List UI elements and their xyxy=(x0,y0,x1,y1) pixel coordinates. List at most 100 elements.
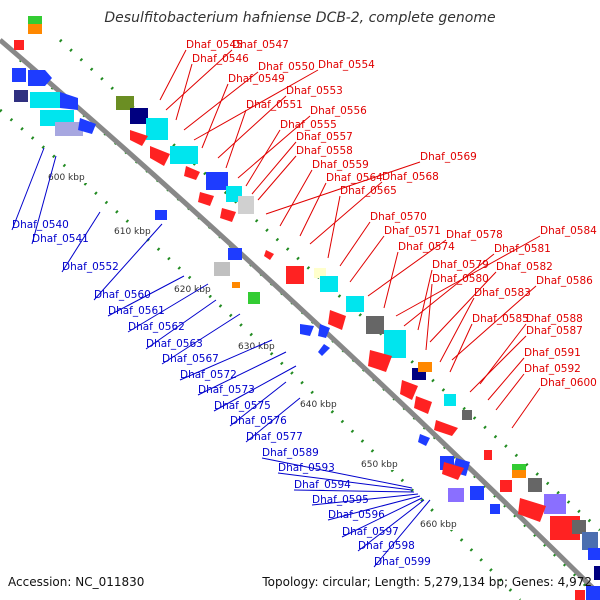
reverse-gene-label[interactable]: Dhaf_0593 xyxy=(278,462,335,474)
forward-gene-label[interactable]: Dhaf_0579 xyxy=(432,259,489,271)
reverse-leader-line xyxy=(11,147,45,231)
reverse-leader-line xyxy=(145,299,217,350)
scale-label: 610 kbp xyxy=(114,227,151,237)
forward-gene-label[interactable]: Dhaf_0587 xyxy=(526,325,583,337)
reverse-gene-label[interactable]: Dhaf_0575 xyxy=(214,400,271,412)
forward-leader-line xyxy=(511,387,541,429)
forward-gene-label[interactable]: Dhaf_0585 xyxy=(472,313,529,325)
forward-leader-line xyxy=(487,357,525,401)
reverse-gene-label[interactable]: Dhaf_0540 xyxy=(12,219,69,231)
forward-gene-label[interactable]: Dhaf_0564 xyxy=(326,172,383,184)
forward-gene-label[interactable]: Dhaf_0591 xyxy=(524,347,581,359)
forward-gene-label[interactable]: Dhaf_0588 xyxy=(526,313,583,325)
reverse-gene-label[interactable]: Dhaf_0572 xyxy=(180,369,237,381)
reverse-leader-line xyxy=(277,472,413,491)
reverse-gene-label[interactable]: Dhaf_0560 xyxy=(94,289,151,301)
forward-gene-label[interactable]: Dhaf_0574 xyxy=(398,241,455,253)
forward-gene-label[interactable]: Dhaf_0568 xyxy=(382,171,439,183)
forward-gene-label[interactable]: Dhaf_0557 xyxy=(296,131,353,143)
forward-gene-label[interactable]: Dhaf_0554 xyxy=(318,59,375,71)
forward-gene-label[interactable]: Dhaf_0600 xyxy=(540,377,597,389)
forward-leader-line xyxy=(237,115,311,179)
forward-leader-line xyxy=(451,285,537,361)
forward-leader-line xyxy=(403,253,495,327)
reverse-gene-label[interactable]: Dhaf_0589 xyxy=(262,447,319,459)
forward-gene-label[interactable]: Dhaf_0547 xyxy=(232,39,289,51)
forward-gene-label[interactable]: Dhaf_0555 xyxy=(280,119,337,131)
forward-gene-label[interactable]: Dhaf_0565 xyxy=(340,185,397,197)
scale-label-bg xyxy=(112,225,158,237)
map-title: Desulfitobacterium hafniense DCB-2, comp… xyxy=(104,10,495,26)
reverse-gene-label[interactable]: Dhaf_0594 xyxy=(294,479,351,491)
reverse-gene-label[interactable]: Dhaf_0597 xyxy=(342,526,399,538)
forward-gene-label[interactable]: Dhaf_0549 xyxy=(228,73,285,85)
scale-label: 640 kbp xyxy=(300,400,337,410)
forward-leader-line xyxy=(439,297,475,363)
reverse-leader-line xyxy=(261,457,413,489)
reverse-gene-label[interactable]: Dhaf_0567 xyxy=(162,353,219,365)
reverse-leader-line xyxy=(179,339,273,381)
forward-gene-label[interactable]: Dhaf_0592 xyxy=(524,363,581,375)
reverse-leader-line xyxy=(197,351,287,396)
forward-gene-label[interactable]: Dhaf_0581 xyxy=(494,243,551,255)
reverse-gene-label[interactable]: Dhaf_0562 xyxy=(128,321,185,333)
scale-label-bg xyxy=(359,458,405,470)
reverse-gene-label[interactable]: Dhaf_0561 xyxy=(108,305,165,317)
forward-leader-line xyxy=(429,271,497,343)
forward-leader-line xyxy=(299,182,327,237)
forward-gene-label[interactable]: Dhaf_0545 xyxy=(186,39,243,51)
forward-leader-line xyxy=(257,155,297,201)
reverse-leader-line xyxy=(373,499,431,568)
forward-gene-label[interactable]: Dhaf_0553 xyxy=(286,85,343,97)
forward-gene-label[interactable]: Dhaf_0551 xyxy=(246,99,303,111)
reverse-gene-label[interactable]: Dhaf_0599 xyxy=(374,556,431,568)
reverse-gene-label[interactable]: Dhaf_0563 xyxy=(146,338,203,350)
genome-summary-text: Topology: circular; Length: 5,279,134 bp… xyxy=(261,575,592,589)
reverse-gene-label[interactable]: Dhaf_0541 xyxy=(32,233,89,245)
forward-leader-line xyxy=(367,239,447,297)
reverse-leader-line xyxy=(229,381,287,427)
forward-gene-label[interactable]: Dhaf_0580 xyxy=(432,273,489,285)
forward-leader-line xyxy=(495,373,525,411)
reverse-leader-line xyxy=(357,499,425,552)
forward-leader-line xyxy=(449,323,473,373)
scale-label-bg xyxy=(298,398,344,410)
scale-label: 620 kbp xyxy=(174,285,211,295)
reverse-leader-line xyxy=(245,397,301,443)
reverse-leader-line xyxy=(107,275,185,317)
forward-leader-line xyxy=(383,251,399,309)
forward-gene-label[interactable]: Dhaf_0583 xyxy=(474,287,531,299)
forward-gene-label[interactable]: Dhaf_0559 xyxy=(312,159,369,171)
reverse-leader-line xyxy=(341,497,423,538)
forward-gene-label[interactable]: Dhaf_0584 xyxy=(540,225,597,237)
reverse-gene-label[interactable]: Dhaf_0573 xyxy=(198,384,255,396)
forward-leader-line xyxy=(349,235,385,283)
forward-gene-label[interactable]: Dhaf_0586 xyxy=(536,275,593,287)
forward-leader-line xyxy=(395,235,541,317)
reverse-gene-label[interactable]: Dhaf_0576 xyxy=(230,415,287,427)
forward-gene-label[interactable]: Dhaf_0582 xyxy=(496,261,553,273)
accession-text: Accession: NC_011830 xyxy=(8,575,144,589)
reverse-gene-label[interactable]: Dhaf_0577 xyxy=(246,431,303,443)
forward-gene-label[interactable]: Dhaf_0546 xyxy=(192,53,249,65)
reverse-gene-label[interactable]: Dhaf_0596 xyxy=(328,509,385,521)
forward-gene-label[interactable]: Dhaf_0578 xyxy=(446,229,503,241)
forward-leader-line xyxy=(201,83,229,149)
reverse-leader-line xyxy=(293,489,415,493)
forward-gene-label[interactable]: Dhaf_0558 xyxy=(296,145,353,157)
forward-gene-label[interactable]: Dhaf_0556 xyxy=(310,105,367,117)
forward-gene-label[interactable]: Dhaf_0550 xyxy=(258,61,315,73)
forward-leader-line xyxy=(159,49,187,101)
forward-gene-label[interactable]: Dhaf_0570 xyxy=(370,211,427,223)
forward-leader-line xyxy=(279,169,313,227)
reverse-gene-label[interactable]: Dhaf_0595 xyxy=(312,494,369,506)
forward-leader-line xyxy=(339,221,371,267)
forward-gene-label[interactable]: Dhaf_0569 xyxy=(420,151,477,163)
forward-gene-label[interactable]: Dhaf_0571 xyxy=(384,225,441,237)
reverse-leader-line xyxy=(31,155,57,245)
reverse-gene-label[interactable]: Dhaf_0598 xyxy=(358,540,415,552)
genome-backbone xyxy=(0,38,600,597)
reverse-gene-label[interactable]: Dhaf_0552 xyxy=(62,261,119,273)
forward-leader-line xyxy=(327,195,341,259)
